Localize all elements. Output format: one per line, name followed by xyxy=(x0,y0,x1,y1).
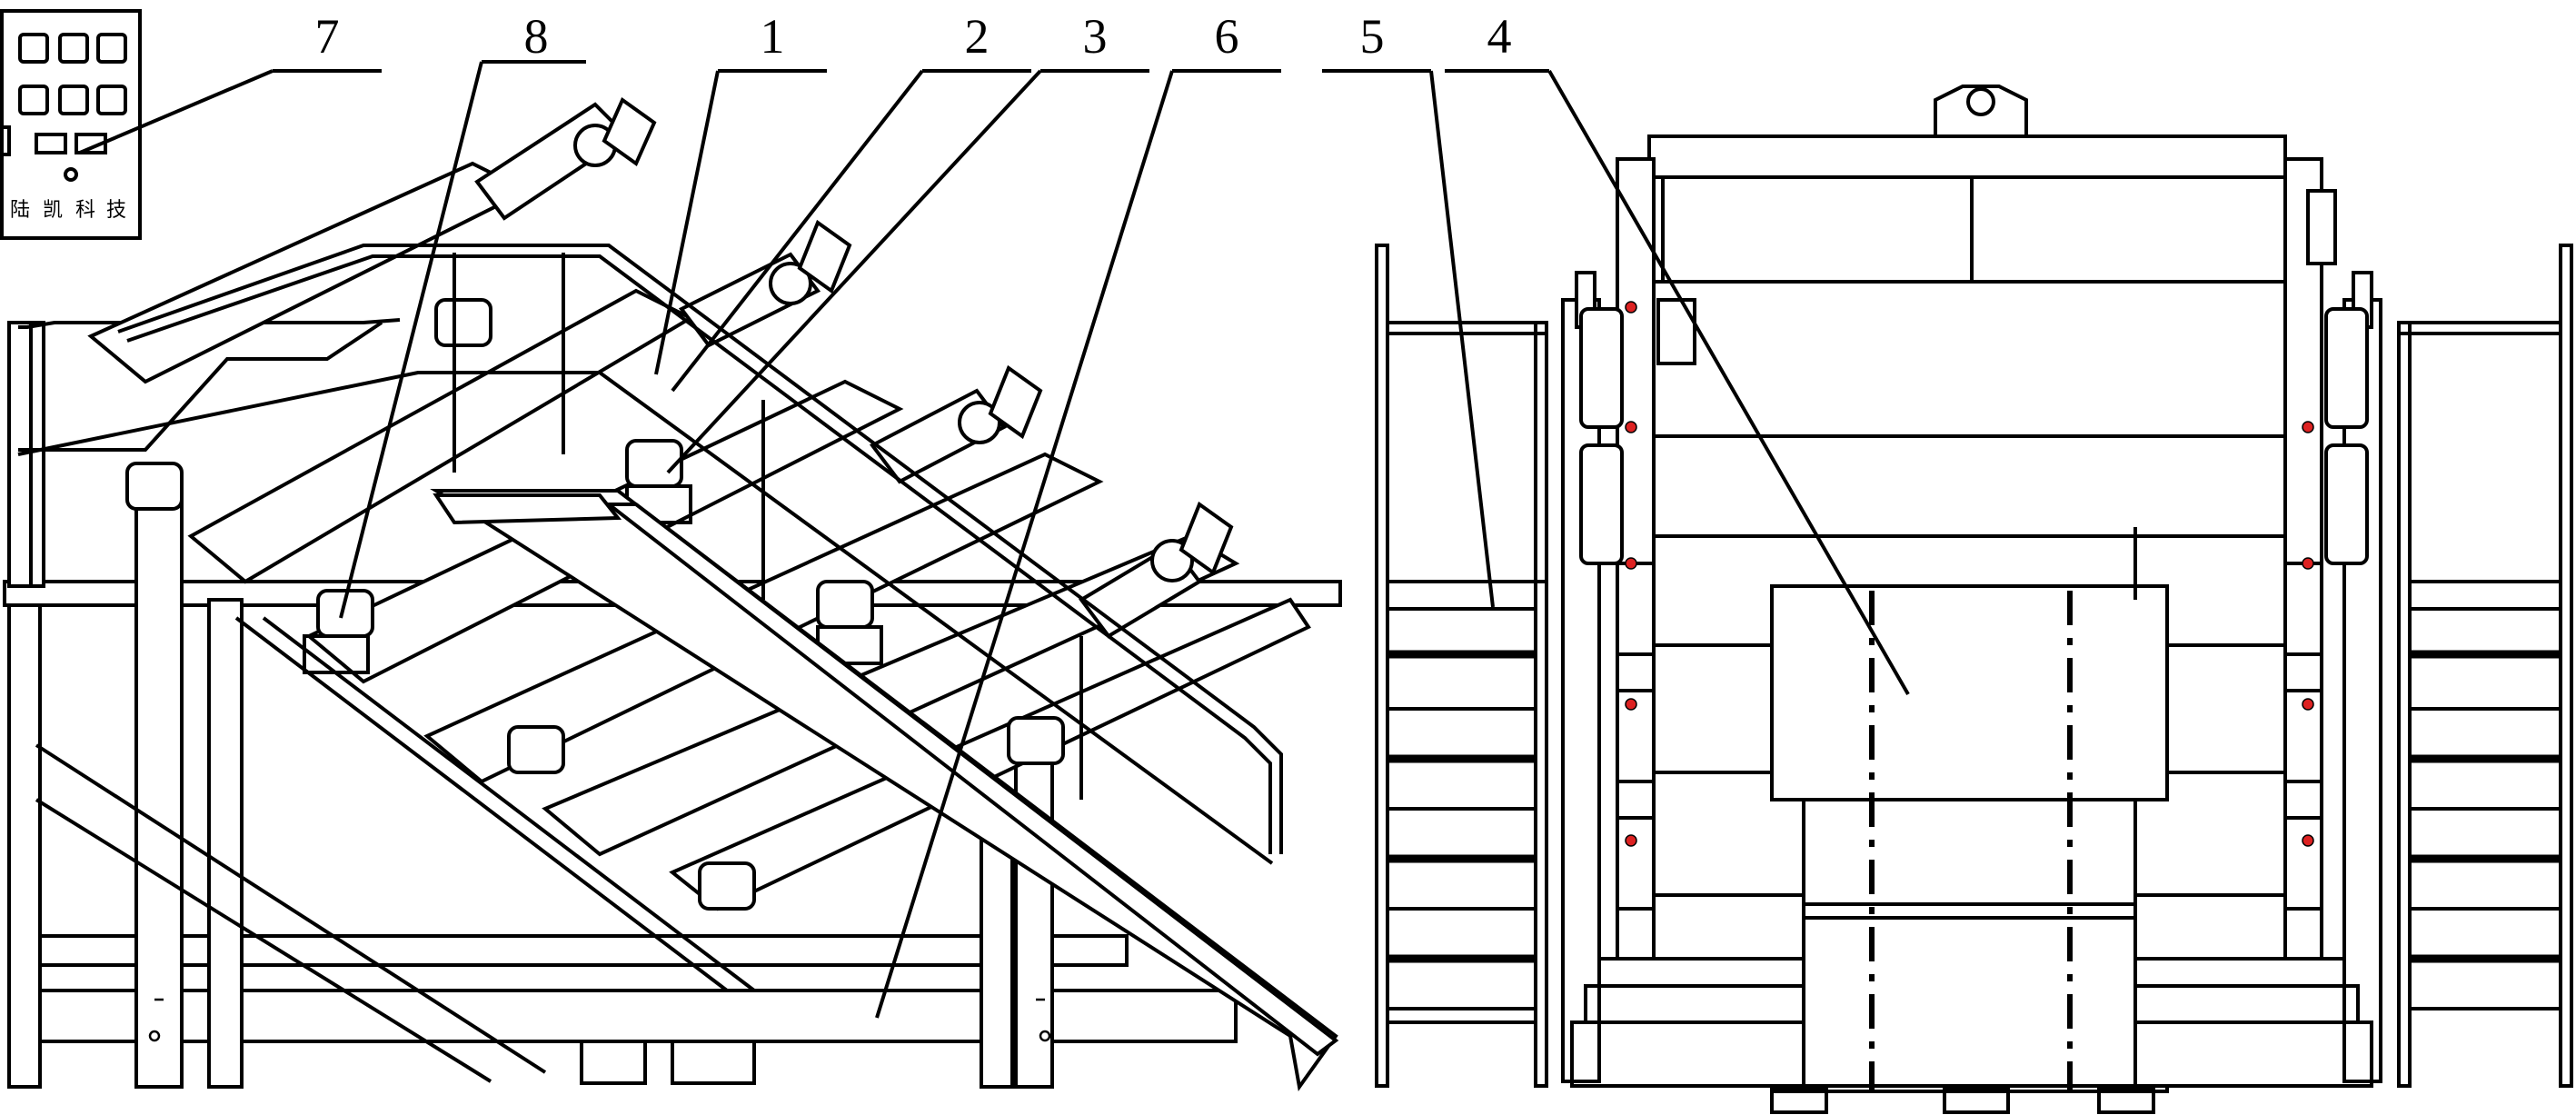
valve-markers xyxy=(1625,301,2314,847)
inlet-pipe-4 xyxy=(1079,501,1234,639)
side-motors xyxy=(1579,189,2369,911)
vibration-motors xyxy=(125,298,1065,911)
inlet-pipe-1 xyxy=(474,96,657,221)
panel-char-4: 技 xyxy=(106,199,126,222)
panel-char-2: 凯 xyxy=(43,199,63,222)
screen-box xyxy=(1570,134,2373,1088)
central-base xyxy=(1770,527,2169,1114)
feed-flange xyxy=(1934,85,2028,138)
panel-char-1: 陆 xyxy=(10,199,30,222)
callout-6: 6 xyxy=(1215,9,1239,64)
inclined-stair xyxy=(234,489,1339,1092)
callout-1: 1 xyxy=(761,9,785,64)
callouts: 7 8 1 2 3 6 5 4 xyxy=(79,9,1910,1019)
inlet-pipe-3 xyxy=(869,364,1043,484)
side-view xyxy=(3,96,1342,1092)
callout-7: 7 xyxy=(315,9,340,64)
inlet-pipe-2 xyxy=(678,219,852,348)
callout-3: 3 xyxy=(1083,9,1108,64)
front-view xyxy=(1375,85,2573,1114)
ladder-right xyxy=(2397,244,2573,1088)
callout-8: 8 xyxy=(524,9,549,64)
ladder-left xyxy=(1375,244,1548,1088)
callout-2: 2 xyxy=(965,9,990,64)
callout-5: 5 xyxy=(1360,9,1385,64)
panel-char-3: 科 xyxy=(75,199,95,222)
upper-handrail xyxy=(17,244,1283,865)
callout-4: 4 xyxy=(1487,9,1512,64)
control-panel: 陆 凯 科 技 xyxy=(0,9,142,240)
